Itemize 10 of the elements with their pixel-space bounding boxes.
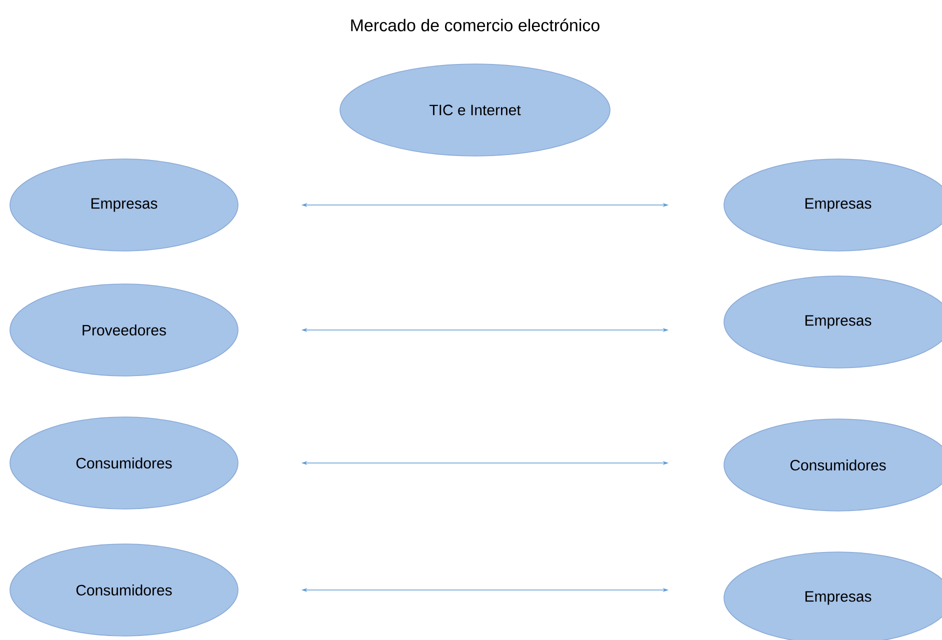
ellipse-node: Consumidores — [10, 416, 238, 510]
ellipse-node: Proveedores — [10, 284, 238, 376]
ellipse-node: TIC e Internet — [340, 64, 610, 156]
ellipse-node: Empresas — [724, 158, 942, 252]
ellipse-node: Empresas — [10, 158, 238, 252]
ellipse-node: Empresas — [724, 552, 942, 640]
ellipse-node: Consumidores — [724, 418, 942, 512]
ellipse-node: Empresas — [724, 276, 942, 368]
title: Mercado de comercio electrónico — [351, 18, 600, 32]
ellipse-node: Consumidores — [10, 544, 238, 636]
